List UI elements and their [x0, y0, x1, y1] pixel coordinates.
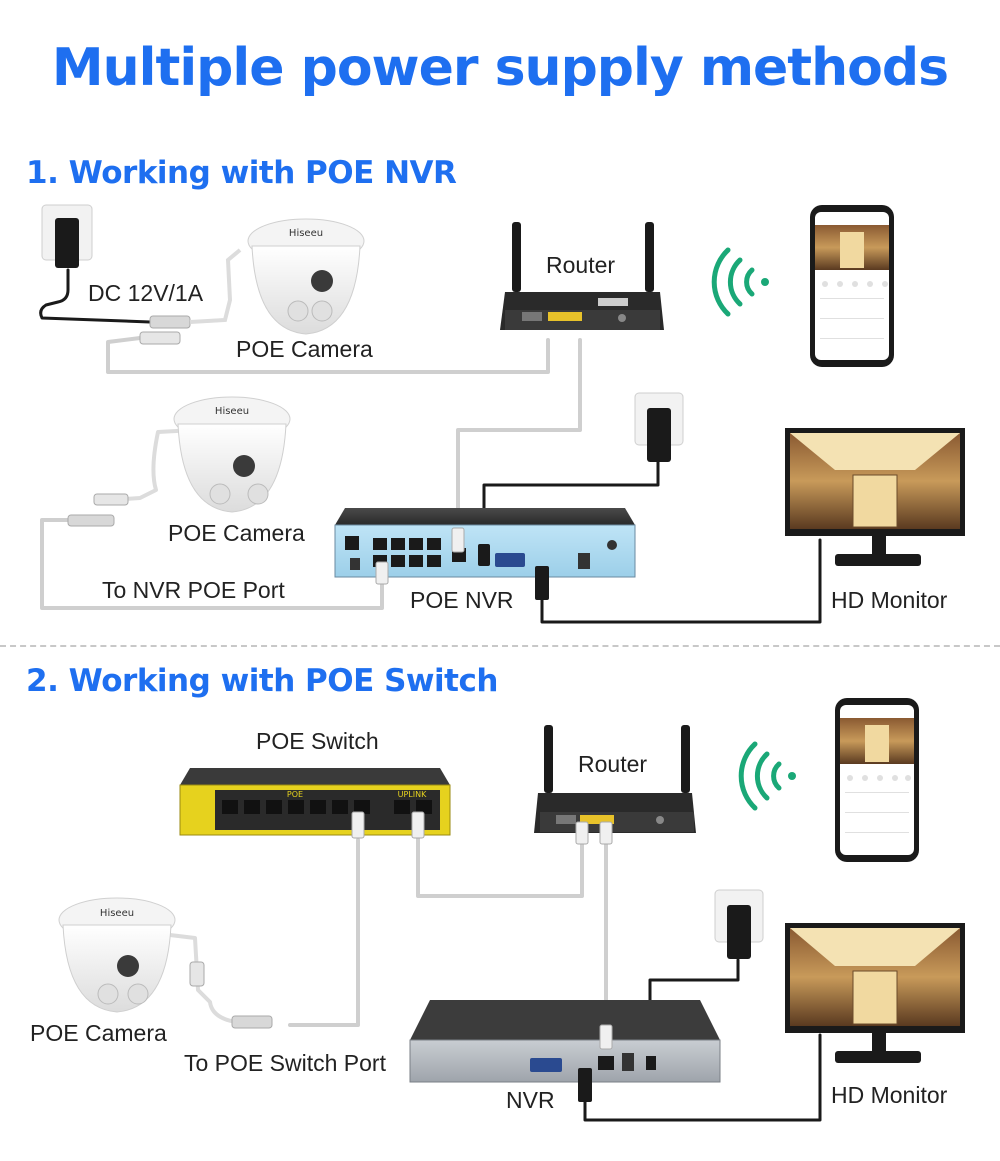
nvr-2 [409, 1000, 721, 1102]
camera-mid-connectors [67, 493, 129, 527]
dc-connector [139, 248, 242, 345]
section1-heading: 1. Working with POE NVR [26, 155, 457, 191]
smartphone-app-2 [835, 698, 919, 862]
section-divider [0, 645, 1000, 647]
poe-switch-label: POE Switch [256, 728, 379, 754]
nvr-port-label: To NVR POE Port [102, 577, 285, 603]
hd-monitor-label-2: HD Monitor [831, 1082, 948, 1108]
camera-switch-cable [288, 838, 360, 1027]
section1-cables [39, 268, 822, 624]
dc-power-cable [39, 268, 152, 324]
dome-camera-top: Hiseeu [247, 218, 365, 335]
wifi-signal-icon [738, 741, 796, 811]
camera-mid-pigtail [108, 428, 197, 502]
switch-port-label: To POE Switch Port [184, 1050, 386, 1076]
camera-brand: Hiseeu [100, 908, 134, 919]
hd-monitor-label-1: HD Monitor [831, 587, 948, 613]
dc-power-label: DC 12V/1A [88, 280, 204, 306]
camera-router-cable [106, 336, 550, 374]
switch-uplink-text: UPLINK [398, 790, 427, 799]
router-2 [534, 725, 696, 845]
section2-heading: 2. Working with POE Switch [26, 663, 498, 699]
wall-outlet-nvr-2 [714, 889, 764, 959]
dome-camera-bottom: Hiseeu [58, 897, 176, 1013]
switch-poe-text: POE [287, 790, 303, 799]
poe-nvr [334, 508, 636, 578]
switch-poe-ports [222, 800, 432, 814]
router-1 [500, 222, 664, 330]
nvr-poe-ports [373, 538, 441, 567]
wifi-signal-icon [711, 247, 769, 317]
poe-camera-label-1: POE Camera [236, 336, 373, 362]
nvr-plugs [375, 527, 549, 600]
hd-monitor-1 [785, 428, 965, 566]
poe-nvr-label: POE NVR [410, 587, 514, 613]
camera-bottom-pigtail [168, 933, 238, 1024]
dome-camera-mid: Hiseeu [173, 396, 291, 513]
camera-nvr-cable [40, 518, 384, 610]
router-label-1: Router [546, 252, 616, 278]
section2-cables [168, 833, 822, 1122]
switch-router-cable [416, 833, 584, 898]
nvr-label: NVR [506, 1087, 555, 1113]
camera-brand: Hiseeu [215, 406, 249, 417]
poe-switch: POE UPLINK [179, 768, 451, 839]
poe-camera-label-2: POE Camera [168, 520, 305, 546]
wall-outlet-nvr [634, 392, 684, 462]
wall-outlet-top [41, 204, 93, 268]
router-label-2: Router [578, 751, 648, 777]
camera-bottom-connectors [189, 961, 273, 1029]
nvr-monitor-cable-2 [583, 1033, 822, 1122]
router-nvr-cable [456, 338, 582, 542]
smartphone-app-1 [810, 205, 894, 367]
nvr-monitor-cable [540, 538, 822, 624]
hd-monitor-2 [785, 923, 965, 1063]
page-title: Multiple power supply methods [51, 38, 949, 98]
poe-camera-label-3: POE Camera [30, 1020, 167, 1046]
camera-brand: Hiseeu [289, 228, 323, 239]
